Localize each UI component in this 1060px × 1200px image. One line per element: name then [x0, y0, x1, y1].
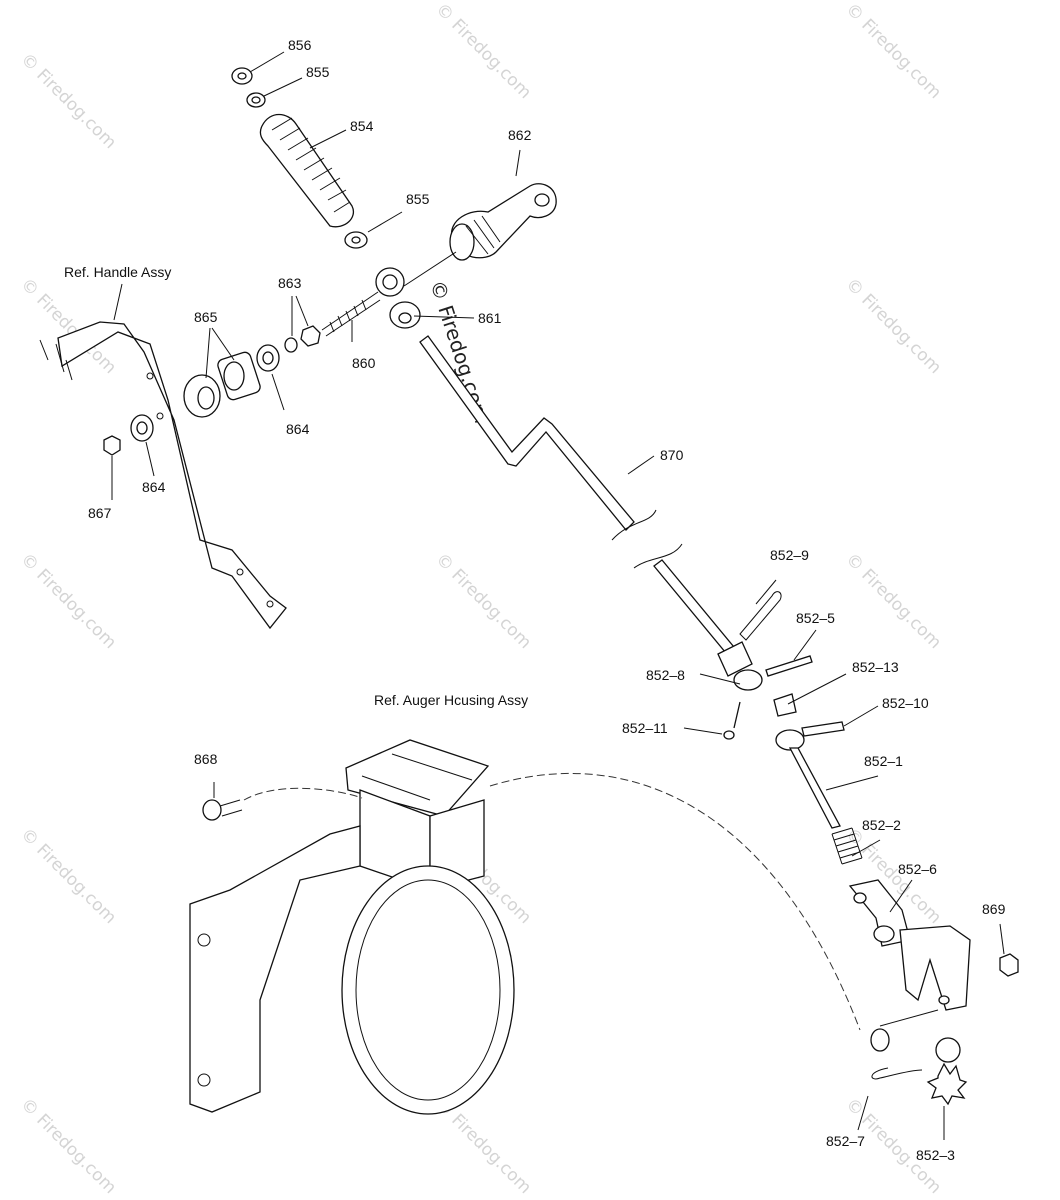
part-855-mid-hole	[351, 236, 361, 244]
label-856: 856	[288, 37, 312, 53]
part-864-washer-hole	[262, 351, 274, 365]
part-855-top-hole	[251, 96, 261, 104]
watermark-tile: © Firedog.com	[841, 549, 945, 653]
connector-868	[243, 787, 363, 801]
label-865: 865	[194, 309, 218, 325]
connector-arc	[489, 773, 861, 1031]
part-852-6	[848, 879, 971, 1011]
label-852-11: 852–11	[622, 720, 668, 736]
auger-housing	[189, 739, 515, 1115]
label-ref-auger: Ref. Auger Hcusing Assy	[374, 692, 528, 708]
part-861-hole	[398, 312, 412, 324]
watermark-tile: © Firedog.com	[16, 49, 120, 153]
part-854	[259, 113, 355, 228]
leader-lines	[111, 51, 1005, 1140]
label-855-mid: 855	[406, 191, 430, 207]
label-867: 867	[88, 505, 112, 521]
label-868: 868	[194, 751, 218, 767]
part-862	[449, 183, 557, 261]
label-852-1: 852–1	[864, 753, 903, 769]
label-861: 861	[478, 310, 502, 326]
part-856-hole	[237, 72, 247, 80]
label-852-10: 852–10	[882, 695, 929, 711]
part-868	[202, 799, 243, 821]
label-855-top: 855	[306, 64, 330, 80]
part-864-lower-washer-hole	[136, 421, 148, 435]
label-864-lower: 864	[142, 479, 166, 495]
watermark-tile: © Firedog.com	[16, 549, 120, 653]
label-ref-handle: Ref. Handle Assy	[64, 264, 171, 280]
label-862: 862	[508, 127, 532, 143]
watermark-tile: © Firedog.com	[16, 824, 120, 928]
part-863-b	[300, 325, 321, 347]
label-852-2: 852–2	[862, 817, 901, 833]
label-864-upper: 864	[286, 421, 310, 437]
watermark-tile: © Firedog.com	[431, 549, 535, 653]
part-852-assy	[717, 591, 845, 829]
label-854: 854	[350, 118, 374, 134]
label-852-7: 852–7	[826, 1133, 865, 1149]
part-863-a	[284, 337, 298, 353]
label-852-13: 852–13	[852, 659, 899, 675]
label-852-6: 852–6	[898, 861, 937, 877]
part-867-nut	[103, 435, 121, 456]
part-852-7	[871, 1067, 923, 1080]
label-863: 863	[278, 275, 302, 291]
part-860	[321, 267, 405, 337]
part-852-3	[926, 1037, 968, 1106]
watermark-tile: © Firedog.com	[431, 0, 535, 103]
part-labels: 856 855 854 855 862 863 865 861 860 864 …	[64, 37, 1006, 1163]
watermark-tile: © Firedog.com	[16, 1094, 120, 1198]
part-852-2	[831, 827, 863, 865]
part-865	[183, 351, 261, 418]
label-852-8: 852–8	[646, 667, 685, 683]
label-852-5: 852–5	[796, 610, 835, 626]
label-852-9: 852–9	[770, 547, 809, 563]
part-washer-lower	[870, 1028, 890, 1052]
label-860: 860	[352, 355, 376, 371]
watermark-tile: © Firedog.com	[841, 0, 945, 103]
label-852-3: 852–3	[916, 1147, 955, 1163]
part-869	[999, 953, 1019, 977]
watermark-tile: © Firedog.com	[841, 274, 945, 378]
handle-assy	[39, 321, 287, 630]
part-870	[419, 335, 749, 671]
label-870: 870	[660, 447, 684, 463]
label-869: 869	[982, 901, 1006, 917]
